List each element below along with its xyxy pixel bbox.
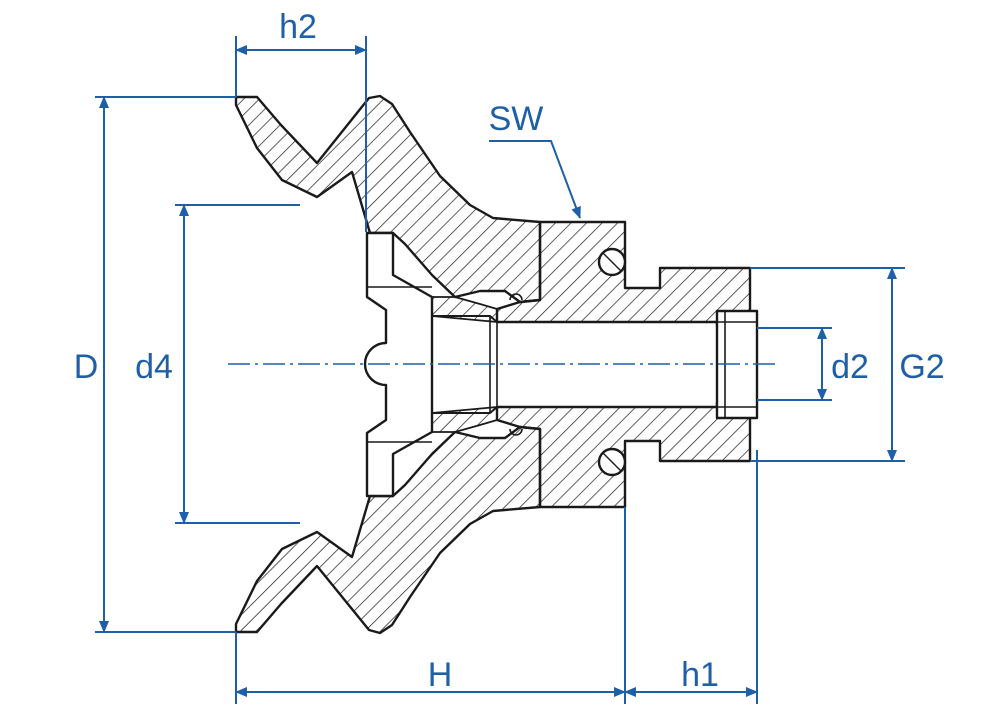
label-sw: SW: [489, 100, 544, 138]
bushing-groove-lower: [509, 428, 523, 436]
label-d4: d4: [135, 348, 173, 386]
label-d-outer: D: [74, 348, 99, 386]
bushing-upper: [431, 296, 498, 323]
bushing-groove-upper: [509, 293, 523, 301]
sw-leader: [489, 140, 581, 219]
insert-face: [363, 231, 434, 498]
label-h2: h2: [279, 8, 317, 46]
label-d2: d2: [831, 348, 869, 386]
insert-face-notch: [367, 286, 432, 443]
label-h-total: H: [428, 656, 453, 694]
bushing-lower: [431, 406, 498, 433]
label-g2: G2: [899, 348, 944, 386]
dimensions: [95, 36, 905, 704]
label-h1: h1: [681, 656, 719, 694]
